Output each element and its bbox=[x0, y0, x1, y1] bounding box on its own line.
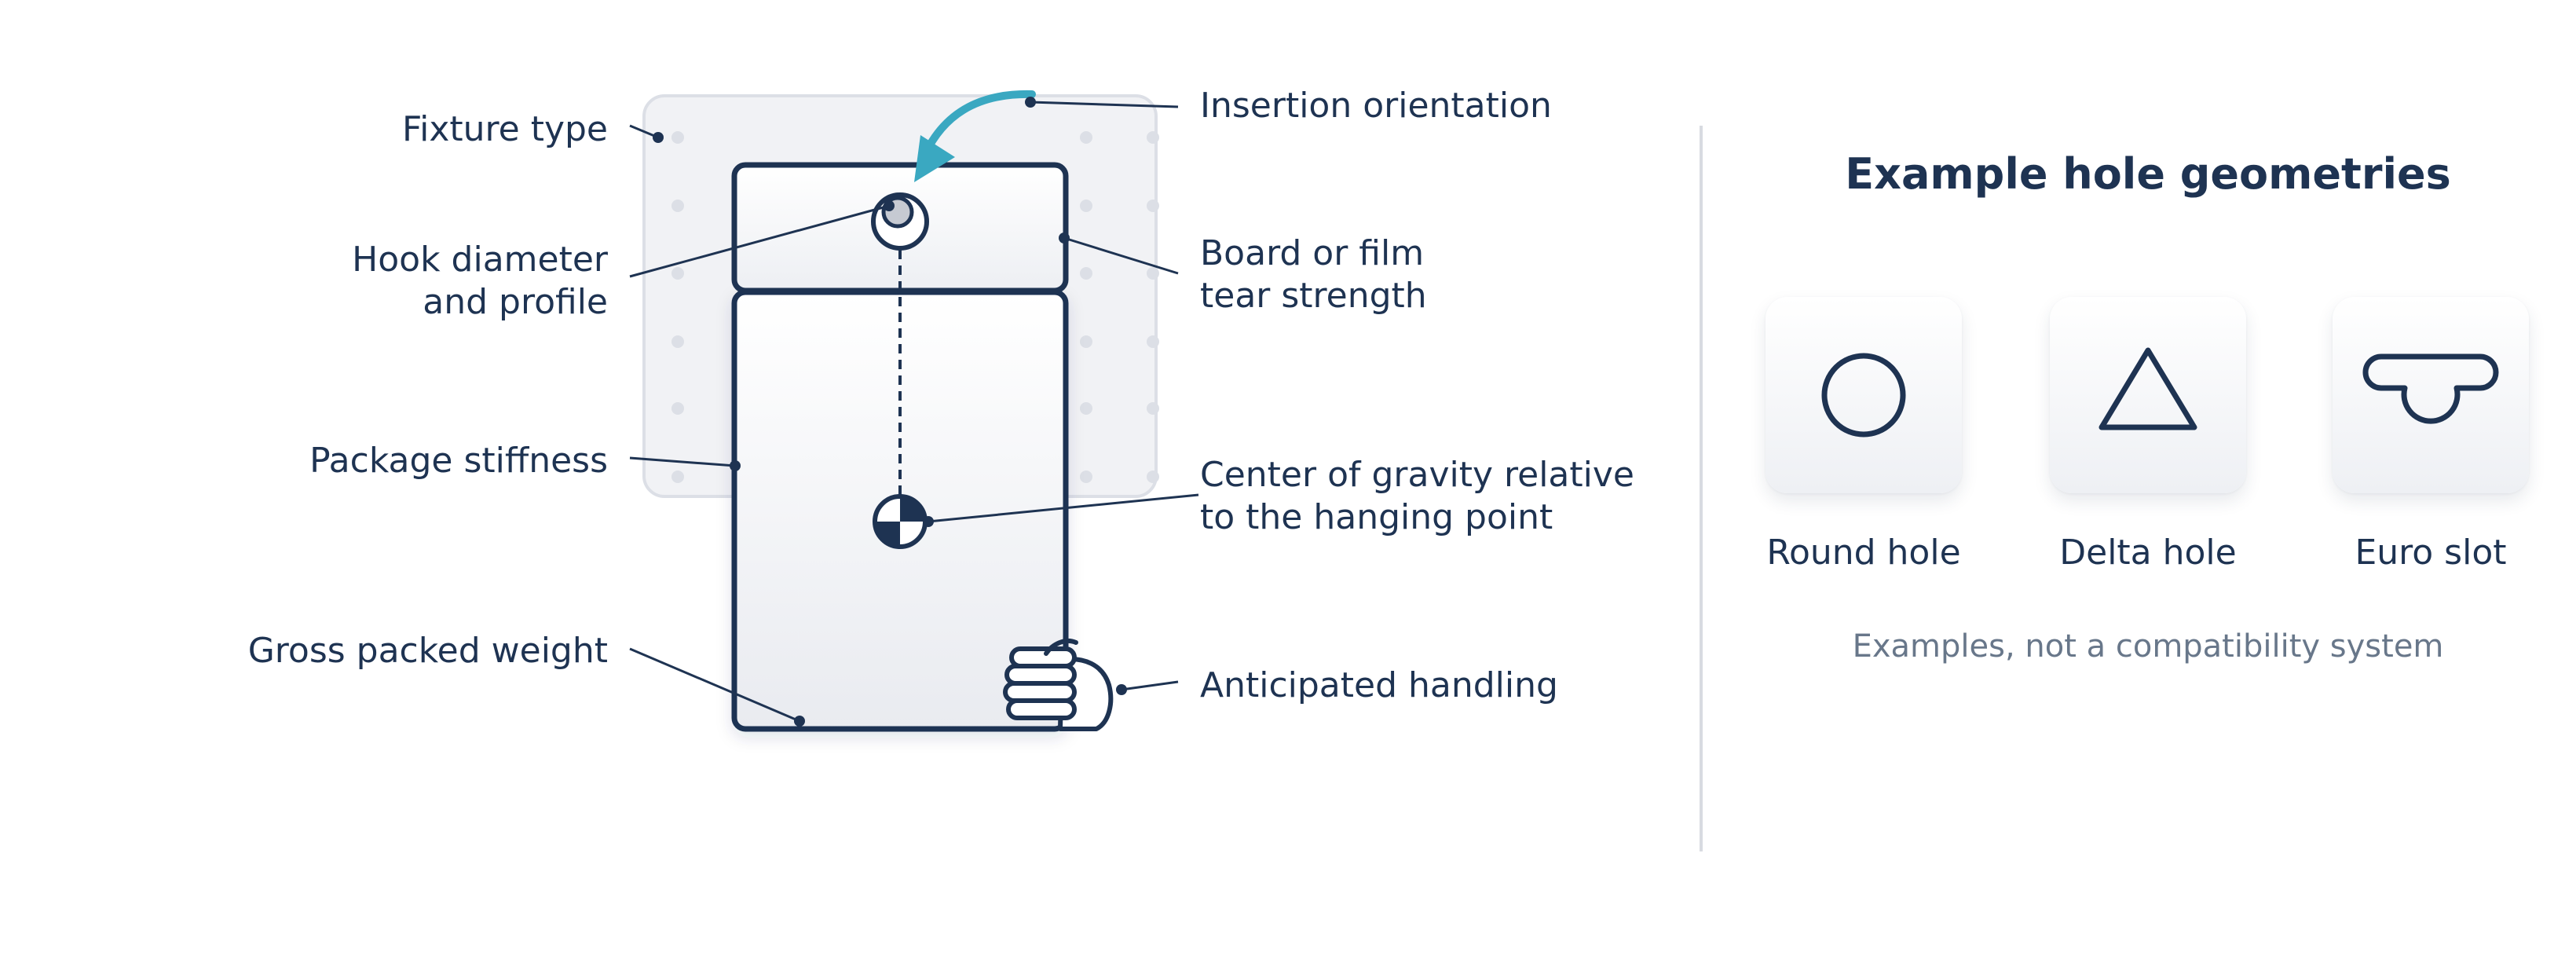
hang-hole bbox=[871, 192, 929, 251]
delta-hole-tile bbox=[2050, 297, 2246, 493]
delta-hole-icon bbox=[2098, 347, 2197, 430]
geometries-title: Example hole geometries bbox=[1845, 149, 2451, 199]
round-hole-label: Round hole bbox=[1766, 533, 1961, 573]
peg-holes bbox=[671, 131, 1159, 483]
euro-slot-tile bbox=[2333, 297, 2529, 493]
leader-lines bbox=[629, 101, 1199, 723]
label-package-stiffness: Package stiffness bbox=[309, 441, 608, 481]
label-tear-strength-line1: Board or film bbox=[1200, 233, 1425, 273]
label-gross-weight: Gross packed weight bbox=[247, 631, 608, 671]
euro-slot-label: Euro slot bbox=[2355, 533, 2507, 573]
label-hook-diameter-line2: and profile bbox=[423, 282, 608, 322]
leader-gross-weight bbox=[629, 647, 800, 723]
round-hole-tile bbox=[1766, 297, 1962, 493]
label-fixture-type: Fixture type bbox=[402, 109, 608, 149]
insertion-arrow bbox=[921, 90, 1036, 158]
center-of-gravity-icon bbox=[873, 494, 928, 549]
leader-insertion-orientation bbox=[1030, 101, 1179, 108]
leader-endpoints bbox=[653, 97, 1127, 727]
label-hook-diameter-line1: Hook diameter bbox=[352, 240, 608, 280]
label-center-gravity: Center of gravity relative to the hangin… bbox=[1200, 454, 1634, 539]
label-tear-strength-line2: tear strength bbox=[1200, 276, 1427, 316]
insertion-arrowhead bbox=[914, 135, 955, 182]
leader-package-stiffness bbox=[629, 456, 736, 467]
leader-anticipated-handling bbox=[1121, 680, 1179, 691]
leader-hook-diameter bbox=[629, 204, 890, 278]
label-center-gravity-line1: Center of gravity relative bbox=[1200, 455, 1634, 495]
hand-icon bbox=[1003, 638, 1114, 731]
label-tear-strength: Board or film tear strength bbox=[1200, 233, 1427, 317]
label-anticipated-handling: Anticipated handling bbox=[1200, 665, 1558, 705]
euro-slot-icon bbox=[2362, 353, 2499, 424]
leader-tear-strength bbox=[1063, 236, 1179, 275]
delta-hole-label: Delta hole bbox=[2059, 533, 2237, 573]
label-hook-diameter: Hook diameter and profile bbox=[236, 239, 608, 324]
round-hole-icon bbox=[1821, 353, 1906, 438]
geometries-footnote: Examples, not a compatibility system bbox=[1852, 628, 2444, 665]
label-insertion-orientation: Insertion orientation bbox=[1200, 86, 1552, 126]
label-center-gravity-line2: to the hanging point bbox=[1200, 497, 1553, 537]
leader-center-gravity bbox=[928, 493, 1199, 523]
